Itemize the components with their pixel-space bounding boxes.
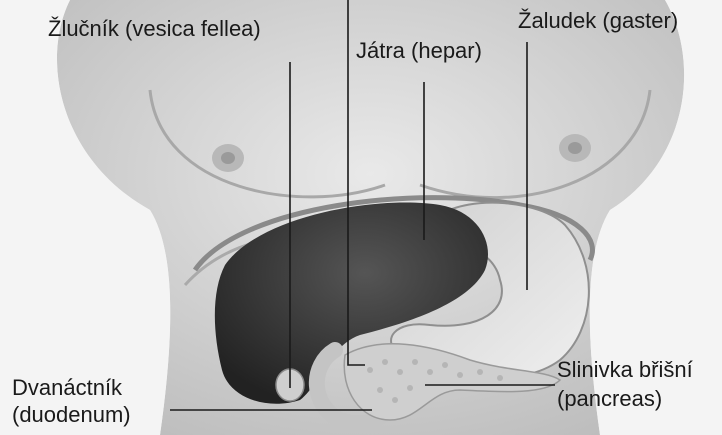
- label-duodenum-line1: Dvanáctník: [12, 375, 122, 401]
- label-duodenum-line2: (duodenum): [12, 402, 131, 428]
- label-stomach: Žaludek (gaster): [518, 8, 678, 34]
- label-gallbladder: Žlučník (vesica fellea): [48, 16, 261, 42]
- label-pancreas-line1: Slinivka břišní: [557, 357, 693, 383]
- label-pancreas-line2: (pancreas): [557, 386, 662, 412]
- label-liver: Játra (hepar): [356, 38, 482, 64]
